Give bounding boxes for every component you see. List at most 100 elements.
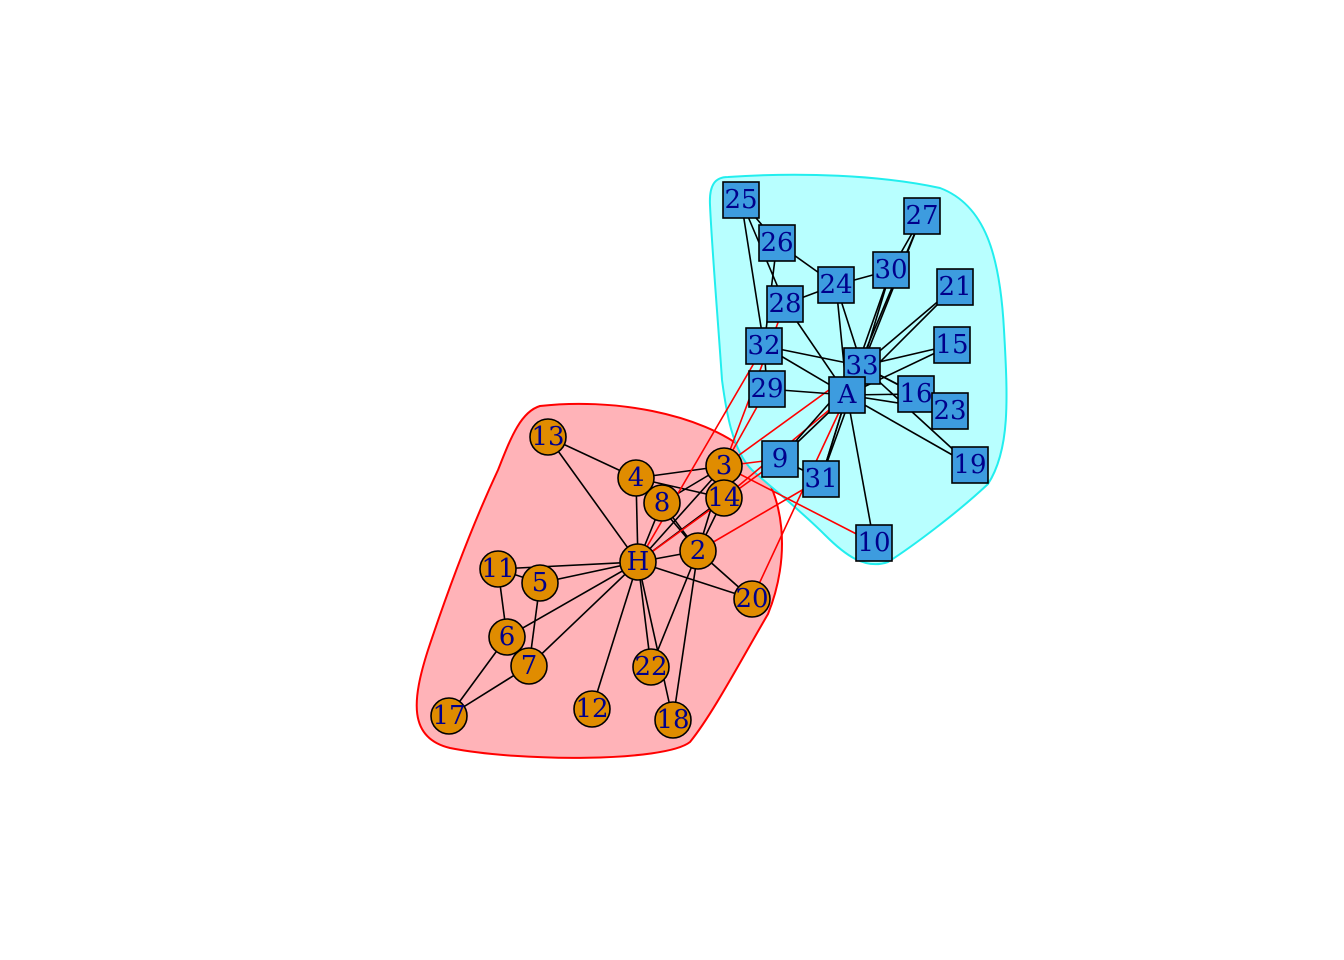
node-19: 19 bbox=[951, 446, 989, 484]
node-15: 15 bbox=[933, 326, 971, 364]
node-label-30: 30 bbox=[874, 255, 907, 285]
node-label-4: 4 bbox=[628, 463, 645, 493]
edge-H-13 bbox=[547, 436, 639, 563]
node-label-23: 23 bbox=[933, 396, 966, 426]
node-32: 32 bbox=[745, 327, 783, 365]
node-label-32: 32 bbox=[747, 331, 780, 361]
node-square-10 bbox=[855, 524, 893, 562]
node-label-15: 15 bbox=[935, 330, 968, 360]
node-10: 10 bbox=[855, 524, 893, 562]
node-circle-H bbox=[619, 543, 657, 581]
node-label-28: 28 bbox=[768, 289, 801, 319]
node-circle-5 bbox=[521, 564, 559, 602]
node-square-30 bbox=[872, 251, 910, 289]
node-label-31: 31 bbox=[804, 464, 837, 494]
node-circle-11 bbox=[479, 550, 517, 588]
node-label-21: 21 bbox=[938, 272, 971, 302]
edge-H-7 bbox=[528, 561, 639, 667]
node-square-19 bbox=[951, 446, 989, 484]
node-20: 20 bbox=[733, 580, 771, 618]
edge-H-18 bbox=[637, 561, 674, 721]
node-label-18: 18 bbox=[656, 705, 689, 735]
node-22: 22 bbox=[632, 648, 670, 686]
node-label-2: 2 bbox=[690, 536, 707, 566]
node-label-17: 17 bbox=[432, 701, 465, 731]
edge-20-A bbox=[751, 394, 848, 600]
node-16: 16 bbox=[897, 375, 935, 413]
node-label-11: 11 bbox=[481, 554, 514, 584]
node-4: 4 bbox=[617, 459, 655, 497]
node-25: 25 bbox=[722, 181, 760, 219]
node-label-A: A bbox=[837, 380, 858, 410]
node-square-31 bbox=[802, 460, 840, 498]
node-circle-6 bbox=[488, 618, 526, 656]
node-circle-7 bbox=[510, 647, 548, 685]
node-H: H bbox=[619, 543, 657, 581]
node-9: 9 bbox=[761, 440, 799, 478]
node-7: 7 bbox=[510, 647, 548, 685]
edge-2-31 bbox=[697, 478, 822, 552]
node-circle-22 bbox=[632, 648, 670, 686]
node-14: 14 bbox=[705, 479, 743, 517]
node-label-9: 9 bbox=[772, 444, 789, 474]
edge-H-20 bbox=[637, 561, 753, 600]
node-label-20: 20 bbox=[735, 584, 768, 614]
node-square-32 bbox=[745, 327, 783, 365]
node-24: 24 bbox=[817, 266, 855, 304]
node-label-8: 8 bbox=[654, 488, 671, 518]
node-label-29: 29 bbox=[750, 374, 783, 404]
node-circle-14 bbox=[705, 479, 743, 517]
edge-2-22 bbox=[650, 550, 699, 668]
node-label-6: 6 bbox=[499, 622, 516, 652]
node-label-7: 7 bbox=[521, 651, 538, 681]
node-27: 27 bbox=[903, 197, 941, 235]
node-square-21 bbox=[936, 268, 974, 306]
edge-25-32 bbox=[740, 199, 765, 347]
edge-3-10 bbox=[723, 465, 875, 544]
node-square-24 bbox=[817, 266, 855, 304]
node-label-10: 10 bbox=[857, 528, 890, 558]
node-square-16 bbox=[897, 375, 935, 413]
node-square-29 bbox=[748, 370, 786, 408]
edge-H-6 bbox=[506, 561, 639, 638]
node-28: 28 bbox=[766, 285, 804, 323]
node-square-23 bbox=[931, 392, 969, 430]
node-label-26: 26 bbox=[760, 228, 793, 258]
edge-H-11 bbox=[497, 561, 639, 570]
node-label-27: 27 bbox=[905, 201, 938, 231]
node-label-16: 16 bbox=[899, 379, 932, 409]
edge-A-10 bbox=[846, 394, 875, 544]
node-label-5: 5 bbox=[532, 568, 549, 598]
node-circle-12 bbox=[573, 690, 611, 728]
edge-H-32 bbox=[637, 345, 765, 563]
edge-H-3 bbox=[637, 465, 725, 563]
node-label-25: 25 bbox=[724, 185, 757, 215]
node-circle-8 bbox=[643, 484, 681, 522]
node-5: 5 bbox=[521, 564, 559, 602]
edge-H-9 bbox=[637, 458, 781, 563]
node-square-26 bbox=[758, 224, 796, 262]
node-6: 6 bbox=[488, 618, 526, 656]
node-26: 26 bbox=[758, 224, 796, 262]
node-label-33: 33 bbox=[845, 351, 878, 381]
node-8: 8 bbox=[643, 484, 681, 522]
edge-33-27 bbox=[861, 215, 923, 367]
edge-A-19 bbox=[846, 394, 971, 466]
node-11: 11 bbox=[479, 550, 517, 588]
node-circle-18 bbox=[654, 701, 692, 739]
node-square-15 bbox=[933, 326, 971, 364]
node-square-9 bbox=[761, 440, 799, 478]
node-31: 31 bbox=[802, 460, 840, 498]
edge-2-18 bbox=[672, 550, 699, 721]
node-23: 23 bbox=[931, 392, 969, 430]
node-label-3: 3 bbox=[716, 451, 733, 481]
node-A: A bbox=[828, 376, 866, 414]
node-circle-20 bbox=[733, 580, 771, 618]
node-label-19: 19 bbox=[953, 450, 986, 480]
node-label-24: 24 bbox=[819, 270, 852, 300]
node-square-28 bbox=[766, 285, 804, 323]
node-label-14: 14 bbox=[707, 483, 740, 513]
node-label-H: H bbox=[627, 547, 650, 577]
